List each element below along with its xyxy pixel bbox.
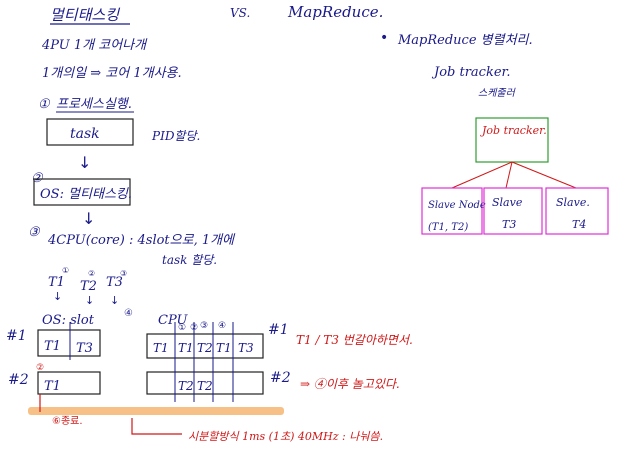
cpu-mark-3: ③ xyxy=(200,321,208,331)
task-t3-mark: ③ xyxy=(120,269,127,278)
slave-node-box-2 xyxy=(483,187,543,235)
task-t2-arrow: ↓ xyxy=(85,294,94,307)
cpu-row1-cell2: T1 xyxy=(178,341,194,355)
cpu-row1-label: #1 xyxy=(268,322,289,338)
idle-note: ⇒ ④이후 놀고있다. xyxy=(300,377,400,391)
title: 멀티태스킹 xyxy=(50,6,120,24)
alternate-note: T1 / T3 번갈아하면서. xyxy=(296,333,413,347)
slave-node-box-1 xyxy=(421,187,483,235)
os-slot-label: OS: slot xyxy=(42,313,95,328)
cpu-core-note: 4PU 1개 코어나개 xyxy=(41,38,148,53)
task-t2: T2 xyxy=(80,279,97,294)
job-tracker-note: Job tracker. xyxy=(431,65,510,80)
branch-left xyxy=(451,161,513,189)
branch-middle xyxy=(505,161,513,189)
end-mark: ⑥종료. xyxy=(52,415,83,427)
os-multitask-box xyxy=(33,178,131,206)
cpu-row1-cell1: T1 xyxy=(153,341,169,355)
step1-num: ① xyxy=(38,97,51,112)
mapreduce-title: MapReduce. xyxy=(287,3,383,21)
task-box-label: task xyxy=(70,126,100,142)
slave-3-name: Slave. xyxy=(556,196,590,209)
slave-node-box-3 xyxy=(545,187,609,235)
left-row2-mark: ② xyxy=(36,363,44,373)
cpu-row1-cell3: T2 xyxy=(197,341,213,355)
step3-num: ③ xyxy=(28,225,41,240)
slave-2-name: Slave xyxy=(492,196,523,209)
slave-3-sub: T4 xyxy=(572,218,586,231)
step3-line1: 4CPU(core) : 4slot으로, 1개에 xyxy=(47,233,236,248)
left-slot-row2 xyxy=(37,371,101,395)
cpu-label: CPU xyxy=(158,313,188,328)
task-t3-arrow: ↓ xyxy=(110,294,119,307)
timeline-highlight xyxy=(28,407,284,415)
task-t1: T1 xyxy=(48,275,65,290)
task-t1-arrow: ↓ xyxy=(53,290,62,303)
os-multitask-label: OS: 멀티태스킹. xyxy=(40,187,132,202)
mark-4: ④ xyxy=(124,308,133,319)
left-row1-cell2: T3 xyxy=(76,341,93,356)
task-t2-mark: ② xyxy=(88,269,95,278)
timeline-arrow xyxy=(131,418,182,435)
arrow-down-2: ↓ xyxy=(82,209,95,228)
slave-2-sub: T3 xyxy=(502,218,516,231)
timeslice-note: 시분할방식 1ms (1초) 40MHz : 나눠씀. xyxy=(188,430,383,443)
left-row1-cell1: T1 xyxy=(44,339,61,354)
cpu-mark-1: ① xyxy=(178,323,186,333)
slave-1-name: Slave Node xyxy=(428,200,486,211)
arrow-down-1: ↓ xyxy=(78,153,91,172)
cpu-row2-cell2: T2 xyxy=(197,379,213,393)
pid-note: PID할당. xyxy=(151,129,200,143)
cpu-mark-4: ④ xyxy=(218,321,226,331)
job-tracker-box-label: Job tracker. xyxy=(480,124,547,137)
cpu-slot-row1 xyxy=(146,333,264,359)
row1-label: #1 xyxy=(6,328,27,344)
left-row2-cell1: T1 xyxy=(44,379,61,394)
cpu-row1-cell4: T1 xyxy=(216,341,232,355)
vs-label: VS. xyxy=(230,6,250,20)
one-task-note: 1개의일 ⇒ 코어 1개사용. xyxy=(42,66,182,81)
task-t1-mark: ① xyxy=(62,266,69,275)
cpu-row2-label: #2 xyxy=(270,370,291,386)
scheduler-note: 스케줄러 xyxy=(478,87,517,99)
task-box xyxy=(46,118,134,146)
cpu-row1-cell5: T3 xyxy=(238,341,254,355)
row2-label: #2 xyxy=(8,372,29,388)
task-list: T1 ① ↓ T2 ② ↓ T3 ③ ↓ ④ xyxy=(48,266,133,319)
cpu-slot-row2 xyxy=(146,371,264,395)
mapreduce-heading: MapReduce 병렬처리. xyxy=(397,33,533,48)
step1-label: 프로세스실행. xyxy=(56,97,132,112)
cpu-row2-cell1: T2 xyxy=(178,379,194,393)
step3-line2: task 할당. xyxy=(162,253,217,267)
branch-right xyxy=(511,161,577,189)
slave-1-sub: (T1, T2) xyxy=(428,222,468,233)
task-t3: T3 xyxy=(106,275,123,290)
left-slot-row1 xyxy=(37,329,101,357)
bullet: • xyxy=(380,30,388,46)
